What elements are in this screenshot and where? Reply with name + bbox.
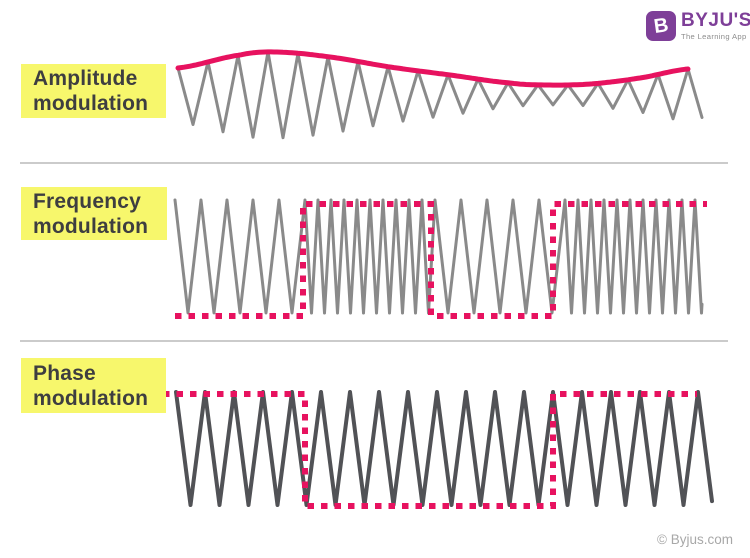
fm-carrier-wave [173,198,704,315]
byjus-logo: B BYJU'S The Learning App [646,11,750,41]
label-line: Frequency [33,189,141,213]
byjus-logo-text: BYJU'S The Learning App [681,10,750,42]
fm-modulating-signal [175,201,707,319]
section-divider [20,162,728,164]
label-frequency-modulation: Frequency modulation [21,187,167,240]
byjus-logo-mark-icon: B [646,11,676,41]
am-carrier-wave [176,50,704,140]
label-amplitude-modulation: Amplitude modulation [21,64,166,118]
pm-carrier-wave [174,390,714,507]
byjus-tagline: The Learning App [681,32,747,41]
label-line: Amplitude [33,67,138,90]
byjus-monogram: B [652,13,670,38]
label-line: modulation [33,214,149,238]
label-line: modulation [33,386,149,410]
label-line: Phase [33,361,96,385]
am-envelope-curve [175,49,691,88]
pm-modulating-signal [163,391,697,509]
byjus-brand-text: BYJU'S [681,10,750,31]
footer-credit: © Byjus.com [657,532,733,547]
section-divider [20,340,728,342]
label-line: modulation [33,92,149,115]
label-phase-modulation: Phase modulation [21,358,166,413]
